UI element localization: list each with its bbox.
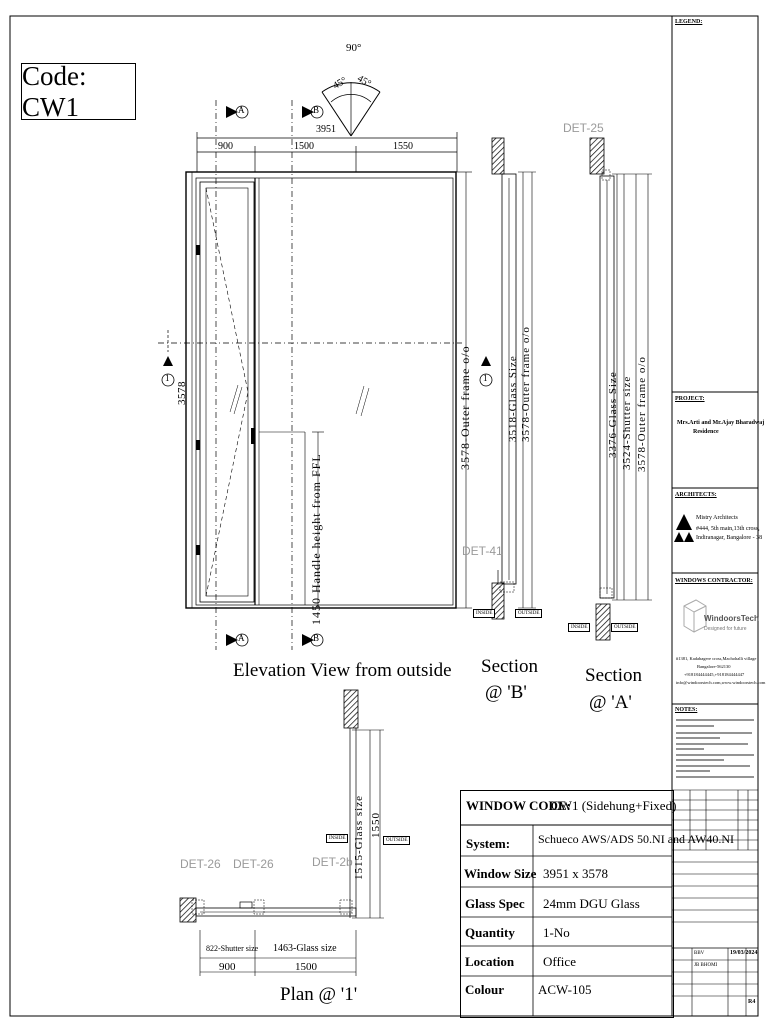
plan-dim-vertical: 1550 [370, 812, 382, 838]
section-b-glass-label: 3518-Glass Size [507, 355, 519, 442]
table-location-label: Location [465, 954, 515, 969]
project-line-2: Residence [693, 429, 719, 435]
plan-title: Plan @ '1' [280, 984, 358, 1005]
drawn-by-value: BBV [694, 951, 705, 956]
architect-line-2: #444, 5th main,13th cross, [696, 526, 760, 532]
section-a-outer-label: 3578-Outer frame o/o [636, 356, 648, 472]
table-colour-value: ACW-105 [538, 982, 592, 997]
grid-b-top: B [313, 105, 320, 115]
plan-shutter-label: 822-Shutter size [206, 944, 259, 953]
grid-1-right: 1 [483, 373, 488, 383]
grid-1-left: 1 [165, 373, 170, 383]
dim-height: 3578 [176, 381, 188, 405]
grid-a-bottom: A [238, 633, 245, 643]
table-quantity-value: 1-No [543, 925, 570, 940]
windoorstech-logo-icon [683, 599, 707, 633]
section-b-outer-label: 3578-Outer frame o/o [520, 326, 532, 442]
architect-logo-icon [674, 514, 694, 542]
section-a-shutter-label: 3524-Shutter size [621, 375, 633, 470]
table-glass-value: 24mm DGU Glass [543, 896, 640, 911]
architect-line-1: Mistry Architects [696, 515, 738, 521]
contractor-addr-2: Bangalore-562130 [697, 664, 731, 669]
table-colour-label: Colour [465, 982, 504, 997]
brand-tagline: Designed for future [704, 626, 747, 632]
table-system-value: Schueco AWS/ADS 50.NI and AW40.NI [538, 832, 735, 846]
grid-a-top: A [238, 105, 245, 115]
revision-value: R4 [748, 999, 756, 1005]
contractor-addr-4: info@windoorstech.com,www.windoorstech.c… [676, 680, 766, 685]
project-heading: PROJECT: [675, 396, 705, 402]
table-location-value: Office [543, 954, 576, 969]
contractor-heading: WINDOWS CONTRACTOR: [675, 578, 753, 584]
code-label: Code: CW1 [21, 61, 136, 122]
grid-b-bottom: B [313, 633, 320, 643]
architects-heading: ARCHITECTS: [675, 492, 717, 498]
legend-heading: LEGEND: [675, 19, 703, 25]
project-line-1: Mrs.Arti and Mr.Ajay Bharadwaj [677, 420, 765, 426]
section-b-det: DET-41 [462, 544, 503, 558]
section-b-outside: OUTSIDE [515, 609, 543, 618]
plan-det-right: DET-2b [312, 855, 353, 869]
date-value: 19/03/2024 [730, 950, 758, 956]
table-system-label: System: [466, 836, 511, 851]
window-code-table [460, 790, 674, 1018]
plan-width-left: 900 [219, 961, 236, 973]
contractor-addr-3: +918184444445,+918184444447 [684, 672, 745, 677]
plan-det-left: DET-26 [180, 857, 221, 871]
plan-outside: OUTSIDE [383, 836, 411, 845]
section-b-inside: INSIDE [473, 609, 496, 618]
dim-width-right: 1550 [393, 141, 413, 152]
plan-det-mid: DET-26 [233, 857, 274, 871]
dim-width-mid: 1500 [294, 141, 314, 152]
contractor-addr-1: #1381, Kadabagere cross,Machohalli villa… [676, 656, 757, 661]
section-a-inside: INSIDE [568, 623, 591, 632]
notes-lines [676, 719, 754, 778]
notes-heading: NOTES: [675, 707, 698, 713]
table-size-label: Window Size [464, 866, 537, 881]
brand-name: WindoorsTech [704, 614, 759, 623]
section-b-title-2: @ 'B' [485, 682, 527, 703]
elevation-outer-frame-label: 3578-Outer frame o/o [458, 345, 472, 470]
table-quantity-label: Quantity [465, 925, 515, 940]
window-code-table-lines [460, 824, 672, 1016]
table-header-label: WINDOW CODE: [466, 798, 571, 813]
architect-line-3: Indiranagar, Bangalore - 38 [696, 535, 763, 541]
section-a-det: DET-25 [563, 121, 604, 135]
section-a-title-1: Section [585, 665, 642, 686]
table-size-value: 3951 x 3578 [543, 866, 608, 881]
dim-width-left: 900 [218, 141, 233, 152]
plan-glass-vertical: 1515-Glass size [353, 795, 365, 880]
angle-total: 90° [346, 42, 362, 54]
table-glass-label: Glass Spec [465, 896, 525, 911]
elevation-title: Elevation View from outside [233, 660, 452, 681]
checked-by-value: JB BHOMI [694, 963, 718, 968]
dim-overall-width: 3951 [316, 124, 336, 135]
section-a-glass-label: 3376-Glass Size [607, 371, 619, 458]
section-a-title-2: @ 'A' [589, 692, 632, 713]
plan-glass-label: 1463-Glass size [273, 943, 337, 954]
table-header-value: CW1 (Sidehung+Fixed) [551, 798, 677, 813]
handle-height-label: 1450 Handle height from FFL [309, 453, 323, 625]
section-b-title-1: Section [481, 656, 538, 677]
plan-inside: INSIDE [326, 834, 349, 843]
plan-width-right: 1500 [295, 961, 317, 973]
section-a-outside: OUTSIDE [611, 623, 639, 632]
